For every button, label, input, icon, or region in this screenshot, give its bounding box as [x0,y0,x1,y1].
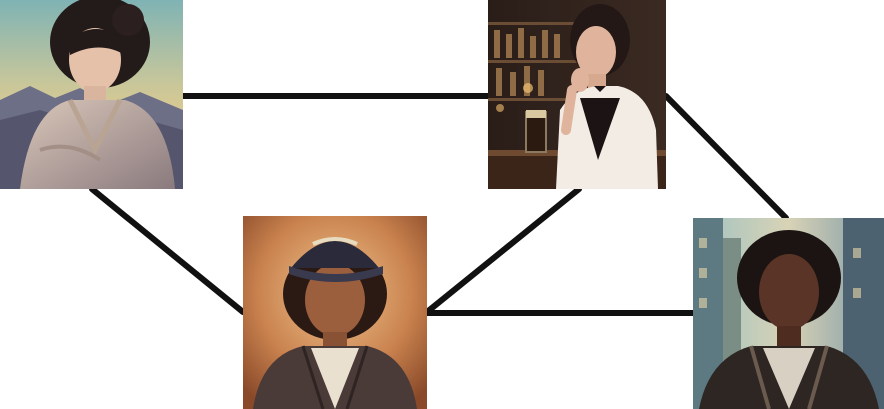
portrait-bar-woman [488,0,666,189]
portrait-kimono-woman [0,0,183,189]
portrait-street-woman [693,218,884,409]
edge-bar-to-street [663,93,789,221]
edge-kimono-to-cap [89,186,246,315]
portrait-cap-woman [243,216,427,409]
edge-bar-to-cap [424,186,582,315]
